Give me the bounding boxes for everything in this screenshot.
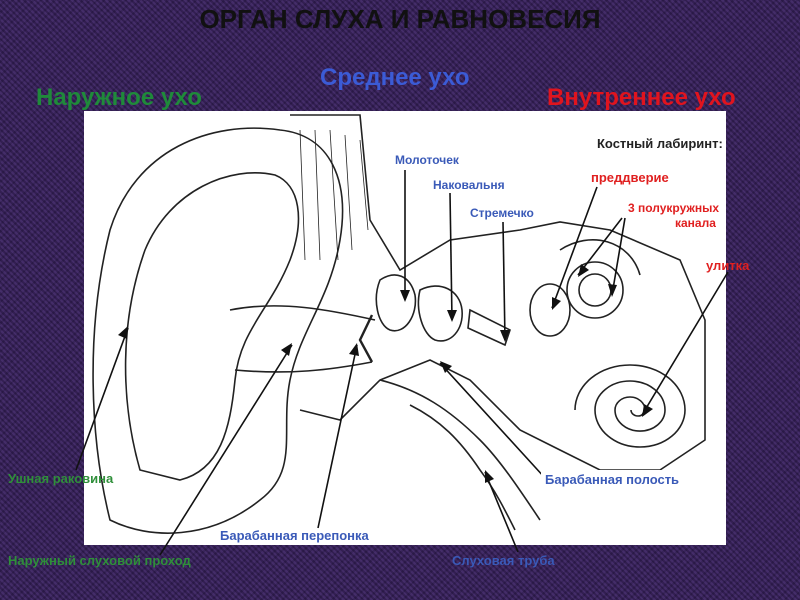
leader-eardrum <box>318 345 357 528</box>
label-eustachian-tube: Слуховая труба <box>452 553 555 568</box>
label-canals-line1: 3 полукружных <box>628 201 719 215</box>
pinna-outline <box>93 128 342 533</box>
leader-pinna <box>76 328 128 470</box>
vestibule-shape <box>530 284 570 336</box>
leader-ear-canal <box>160 345 292 555</box>
label-canals-line2: канала <box>675 216 716 230</box>
anvil-shape <box>418 286 462 341</box>
pinna-inner-fold <box>126 173 299 480</box>
bone-region-outline <box>290 115 705 470</box>
label-stirrup: Стремечко <box>470 206 534 220</box>
arrowhead-anvil <box>447 310 457 322</box>
leader-vestibule <box>552 187 597 308</box>
label-ear-canal: Наружный слуховой проход <box>8 553 191 568</box>
semicircular-canal-3 <box>560 240 640 275</box>
hammer-shape <box>376 275 415 331</box>
arrowhead-ear-canal <box>281 343 292 356</box>
stirrup-shape <box>468 310 510 345</box>
arrowhead-pinna <box>118 326 128 339</box>
semicircular-canal-2 <box>579 274 611 306</box>
label-pinna: Ушная раковина <box>8 471 113 486</box>
label-bony-labyrinth: Костный лабиринт: <box>597 136 723 151</box>
leader-eustachian-tube <box>485 472 518 552</box>
leader-stirrup <box>503 222 505 340</box>
label-anvil: Наковальня <box>433 178 505 192</box>
leader-tympanic-cavity <box>440 363 545 478</box>
cochlea-spiral <box>575 365 685 447</box>
label-cochlea: улитка <box>706 258 749 273</box>
eardrum-shape <box>360 315 372 362</box>
arrowhead-eardrum <box>349 343 359 356</box>
bone-texture <box>300 130 368 260</box>
arrowhead-vestibule <box>552 297 561 310</box>
eustachian-tube-outline <box>380 380 540 530</box>
leader-anvil <box>450 193 452 320</box>
label-vestibule: преддверие <box>591 170 669 185</box>
arrowhead-hammer <box>400 290 410 302</box>
label-eardrum: Барабанная перепонка <box>220 528 369 543</box>
leader-cochlea <box>642 272 728 415</box>
label-hammer: Молоточек <box>395 153 459 167</box>
label-tympanic-cavity: Барабанная полость <box>541 470 683 489</box>
arrowhead-tympanic-cavity <box>440 361 452 373</box>
